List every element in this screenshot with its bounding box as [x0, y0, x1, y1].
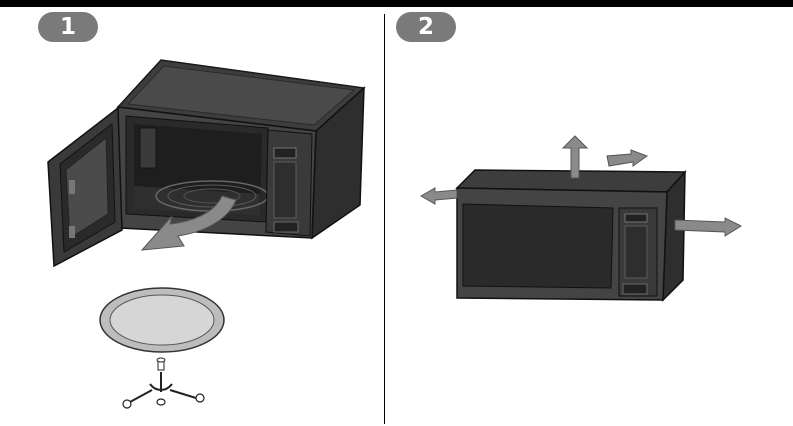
- arrow-left-icon: [421, 188, 457, 204]
- step-2-illustration: [385, 0, 793, 426]
- arrow-back-icon: [607, 150, 647, 166]
- glass-tray: [100, 288, 224, 352]
- microwave-open-door: [48, 108, 122, 266]
- roller-support: [123, 358, 204, 408]
- microwave-open-body: [118, 60, 364, 238]
- arrow-right-icon: [675, 218, 741, 236]
- step-1-illustration: [0, 0, 384, 426]
- microwave-closed-body: [457, 170, 685, 300]
